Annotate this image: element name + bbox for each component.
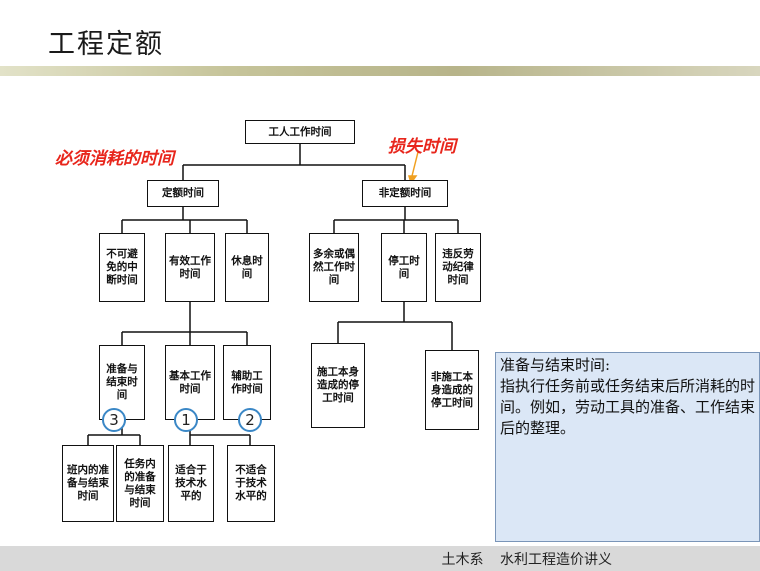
info-heading: 准备与结束时间: bbox=[500, 356, 611, 374]
node-worker-time: 工人工作时间 bbox=[245, 120, 355, 144]
node-non-construction-stoppage: 非施工本身造成的停工时间 bbox=[425, 350, 479, 430]
node-unavoidable-interrupt: 不可避免的中断时间 bbox=[99, 233, 145, 302]
footer-course: 水利工程造价讲义 bbox=[500, 552, 612, 568]
circle-3: 3 bbox=[102, 408, 126, 432]
info-body: 指执行任务前或任务结束后所消耗的时间。例如，劳动工具的准备、工作结束后的整理。 bbox=[500, 377, 756, 437]
footer-dept: 土木系 bbox=[441, 552, 484, 568]
loss-time-label: 损失时间 bbox=[388, 137, 456, 157]
node-auxiliary-work-time: 辅助工作时间 bbox=[223, 345, 271, 420]
must-consume-label: 必须消耗的时间 bbox=[55, 149, 174, 169]
node-construction-caused-stoppage: 施工本身造成的停工时间 bbox=[311, 343, 365, 428]
node-unsuitable-tech-level: 不适合于技术水平的 bbox=[227, 445, 275, 522]
node-basic-work-time: 基本工作时间 bbox=[165, 345, 215, 420]
circle-2: 2 bbox=[238, 408, 262, 432]
title-divider-bar bbox=[0, 66, 760, 76]
footer-bar: 土木系 水利工程造价讲义 bbox=[0, 546, 760, 571]
info-panel: 准备与结束时间: 指执行任务前或任务结束后所消耗的时间。例如，劳动工具的准备、工… bbox=[495, 352, 760, 542]
node-stoppage-time: 停工时间 bbox=[381, 233, 427, 302]
node-effective-work: 有效工作时间 bbox=[165, 233, 215, 302]
page-title: 工程定额 bbox=[48, 29, 164, 60]
footer-text: 土木系 水利工程造价讲义 bbox=[442, 549, 612, 569]
node-prep-finish-time: 准备与结束时间 bbox=[99, 345, 145, 420]
node-shift-prep-finish: 班内的准备与结束时间 bbox=[62, 445, 114, 522]
node-suitable-tech-level: 适合于技术水平的 bbox=[168, 445, 214, 522]
node-task-prep-finish: 任务内的准备与结束时间 bbox=[116, 445, 164, 522]
circle-1: 1 bbox=[174, 408, 198, 432]
node-excess-work: 多余或偶然工作时间 bbox=[309, 233, 359, 302]
node-nonquota-time: 非定额时间 bbox=[362, 180, 448, 207]
node-labor-discipline-violation: 违反劳动纪律时间 bbox=[435, 233, 481, 302]
node-quota-time: 定额时间 bbox=[147, 180, 219, 207]
node-rest-time: 休息时间 bbox=[225, 233, 269, 302]
